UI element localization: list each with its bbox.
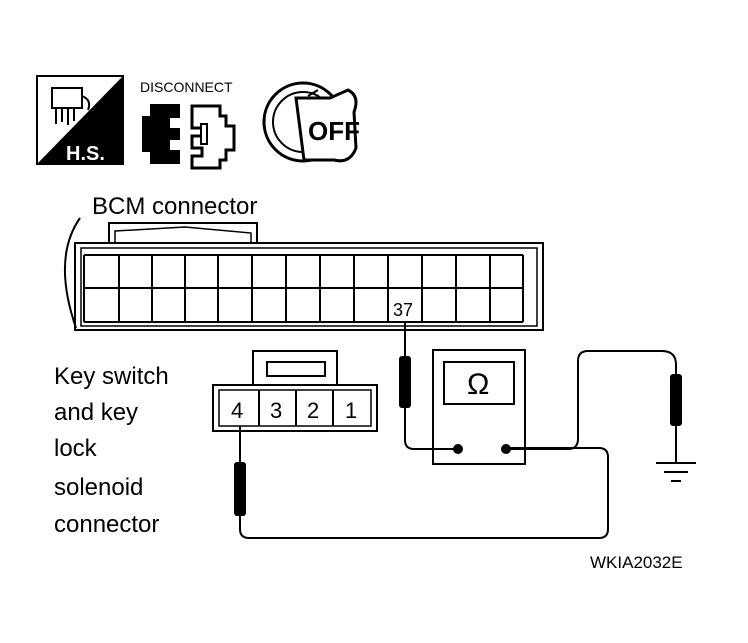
key-switch-connector-label: Key switch and key lock solenoid connect…	[54, 363, 169, 538]
ignition-off-label: OFF	[308, 116, 360, 146]
probe-bcm	[399, 356, 411, 408]
ignition-off-icon: OFF	[262, 81, 360, 163]
bcm-connector: 37	[63, 217, 544, 331]
probe-ground	[670, 374, 682, 426]
probe-key-switch	[234, 462, 246, 516]
key-switch-label-line-5: connector	[54, 511, 159, 538]
key-switch-label-line-4: solenoid	[54, 474, 143, 501]
key-terminal-2: 2	[307, 398, 319, 423]
key-terminal-1: 1	[345, 398, 357, 423]
test-leads	[239, 322, 677, 539]
key-terminal-3: 3	[270, 398, 282, 423]
bcm-connector-label: BCM connector	[92, 193, 257, 220]
bcm-terminal-37: 37	[393, 300, 413, 320]
ground-icon	[656, 462, 696, 482]
disconnect-label: DISCONNECT	[140, 79, 233, 95]
key-switch-label-line-3: lock	[54, 435, 98, 462]
hs-label: H.S.	[66, 143, 105, 165]
ohmmeter	[432, 349, 526, 465]
figure-code: WKIA2032E	[590, 553, 683, 572]
disconnect-icon: DISCONNECT	[140, 79, 236, 170]
key-terminal-4: 4	[231, 398, 243, 423]
key-switch-label-line-2: and key	[54, 399, 138, 426]
harness-side-icon: H.S.	[36, 75, 124, 165]
ohm-symbol: Ω	[467, 368, 489, 401]
key-switch-connector	[212, 350, 378, 432]
key-switch-label-line-1: Key switch	[54, 363, 169, 390]
